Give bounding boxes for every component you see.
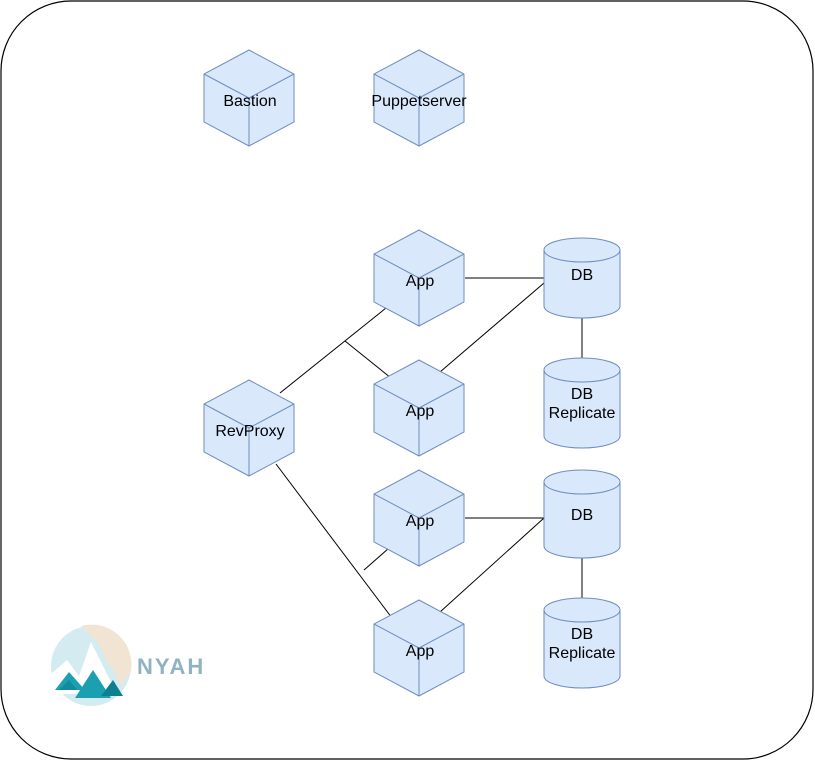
connections [275,277,583,619]
node-label-line-2: Replicate [549,405,616,422]
cylinder-icon [543,357,621,449]
nyah-logo: NYAH [51,624,205,706]
node-app-1[interactable]: App [373,229,465,327]
node-bastion[interactable]: Bastion [203,49,295,147]
node-app-4[interactable]: App [373,599,465,697]
node-label: DB [571,267,593,284]
node-label: DB [571,507,593,524]
edge-junction-app3 [363,547,390,571]
node-label: App [406,403,435,420]
node-label: Bastion [223,93,276,110]
cube-icon [203,379,295,477]
cube-icon [373,469,465,567]
cube-icon [373,49,465,147]
node-db-2[interactable]: DB [543,469,621,559]
logo-text: NYAH [137,654,205,679]
node-label: Puppetserver [371,93,467,110]
mountain-logo-icon [51,624,132,706]
node-label-line-1: DB [571,386,593,403]
cube-icon [373,229,465,327]
edge-junction-app2 [344,340,392,379]
node-label: App [406,513,435,530]
node-db-1[interactable]: DB [543,237,621,319]
node-label: App [406,643,435,660]
cube-icon [373,599,465,697]
node-label: App [406,273,435,290]
node-label-line-1: DB [571,626,593,643]
cube-icon [373,359,465,457]
edge-app4-db2 [439,517,545,613]
cylinder-icon [543,469,621,559]
node-puppetserver[interactable]: Puppetserver [371,49,467,147]
edge-app2-db1 [439,282,545,373]
node-db-2-replica[interactable]: DB Replicate [543,597,621,689]
cube-icon [203,49,295,147]
edge-revproxy-app1 [279,307,387,394]
node-label-line-2: Replicate [549,645,616,662]
cylinder-icon [543,597,621,689]
node-app-2[interactable]: App [373,359,465,457]
cylinder-icon [543,237,621,319]
node-db-1-replica[interactable]: DB Replicate [543,357,621,449]
node-revproxy[interactable]: RevProxy [203,379,295,477]
node-label: RevProxy [215,423,284,440]
node-app-3[interactable]: App [373,469,465,567]
edge-revproxy-app4 [275,463,393,619]
